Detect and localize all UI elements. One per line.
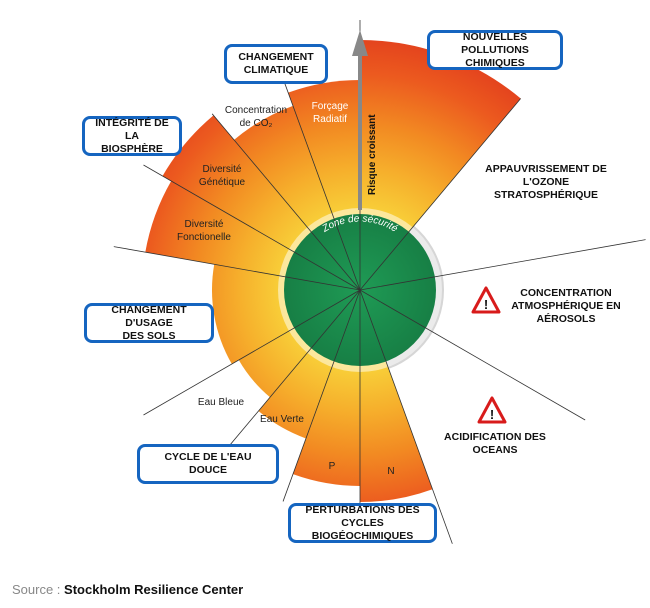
label-eau-douce: CYCLE DE L'EAU DOUCE [137,444,279,484]
spoke-line [359,239,646,291]
spoke-line [359,289,453,544]
source-credit: Source : Stockholm Resilience Center [12,582,243,597]
sublabel-p: P [328,461,336,472]
sublabel-fonctionnelle: Diversité Fonctionelle [177,219,231,243]
spoke-line [143,164,361,291]
sublabel-eau-bleue: Eau Bleue [197,397,245,408]
spoke-line [359,98,522,291]
label-usage-sols: CHANGEMENT D'USAGE DES SOLS [84,303,214,343]
label-ozone: APPAUVRISSEMENT DE L'OZONE STRATOSPHÉRIQ… [485,163,607,201]
source-name: Stockholm Resilience Center [64,582,244,597]
sublabel-forcage: Forçage Radiatif [311,101,349,125]
spoke-line [143,289,361,416]
risk-arrow [352,30,368,210]
label-changement-climatique: CHANGEMENT CLIMATIQUE [224,44,328,84]
label-nouvelles-pollutions: NOUVELLES POLLUTIONS CHIMIQUES [427,30,563,70]
spoke-line [359,289,586,421]
svg-text:!: ! [490,407,494,422]
spoke-line [113,246,361,291]
spoke-line [211,113,361,291]
sublabel-eau-verte: Eau Verte [260,414,304,425]
label-acidification: ACIDIFICATION DES OCEANS [444,431,546,456]
warning-triangle-icon: ! [477,396,507,424]
spoke-line [211,289,361,467]
sublabel-genetique: Diversité Génétique [198,164,246,188]
sublabel-n: N [387,466,395,477]
label-integrite-biosphere: INTÉGRITÉ DE LA BIOSPHÈRE [82,116,182,156]
boundary-spokes [113,20,646,544]
label-aerosols: CONCENTRATION ATMOSPHÉRIQUE EN AÉROSOLS [511,287,621,325]
spoke-line [282,289,361,502]
label-cycles-biogeo: PERTURBATIONS DES CYCLES BIOGÉOCHIMIQUES [288,503,437,543]
sublabel-co2: Concentration de CO₂ [224,105,288,129]
svg-text:!: ! [484,297,488,312]
warning-triangle-icon: ! [471,286,501,314]
risk-arrow-label: Risque croissant [367,114,378,195]
source-prefix: Source : [12,582,61,597]
spoke-line [282,78,361,291]
